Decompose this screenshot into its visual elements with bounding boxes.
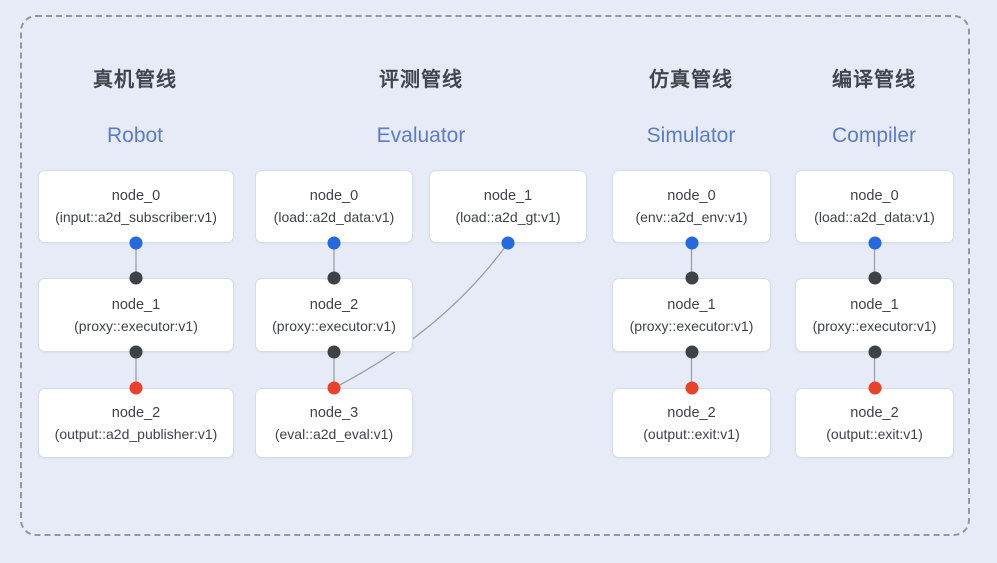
node-type: (proxy::executor:v1): [629, 317, 754, 334]
node-box-evaluator-node1: node_1 (load::a2d_gt:v1): [429, 170, 587, 243]
node-name: node_1: [111, 296, 161, 313]
input-port-gray-dot: [685, 271, 698, 285]
node-name: node_2: [111, 404, 161, 421]
node-name: node_2: [309, 296, 359, 313]
node-name: node_0: [850, 188, 899, 204]
pipeline-title-zh-robot: 真机管线: [93, 69, 177, 91]
node-box-robot-node2: node_2 (output::a2d_publisher:v1): [38, 388, 234, 458]
node-name: node_0: [309, 188, 359, 204]
node-box-simulator-node2: node_2 (output::exit:v1): [612, 388, 771, 458]
node-type: (proxy::executor:v1): [74, 317, 198, 334]
output-port-blue-dot: [129, 236, 143, 250]
node-name: node_2: [667, 404, 716, 421]
pipeline-title-zh-simulator: 仿真管线: [649, 69, 733, 91]
node-name: node_1: [667, 296, 716, 313]
node-name: node_1: [850, 296, 899, 313]
node-box-robot-node1: node_1 (proxy::executor:v1): [38, 278, 234, 352]
input-port-red-dot: [129, 381, 143, 395]
output-port-gray-dot: [868, 345, 881, 359]
node-box-evaluator-node0: node_0 (load::a2d_data:v1): [255, 170, 413, 243]
input-port-gray-dot: [327, 271, 341, 285]
node-type: (load::a2d_data:v1): [814, 209, 935, 225]
node-name: node_1: [483, 188, 533, 204]
output-port-blue-dot: [327, 236, 341, 250]
input-port-red-dot: [685, 381, 698, 395]
node-box-simulator-node1: node_1 (proxy::executor:v1): [612, 278, 771, 352]
node-box-evaluator-node2: node_2 (proxy::executor:v1): [255, 278, 413, 352]
node-type: (load::a2d_gt:v1): [455, 209, 561, 225]
node-box-compiler-node2: node_2 (output::exit:v1): [795, 388, 954, 458]
node-name: node_2: [850, 404, 899, 421]
diagram-frame: [20, 15, 970, 536]
node-type: (env::a2d_env:v1): [635, 209, 748, 225]
pipeline-title-en-compiler: Compiler: [831, 124, 917, 147]
node-box-compiler-node0: node_0 (load::a2d_data:v1): [795, 170, 954, 243]
input-port-gray-dot: [129, 271, 143, 285]
pipeline-title-zh-evaluator: 评测管线: [379, 69, 463, 91]
output-port-blue-dot: [501, 236, 515, 250]
node-type: (output::a2d_publisher:v1): [54, 425, 218, 442]
pipeline-title-zh-compiler: 编译管线: [832, 69, 916, 91]
node-type: (eval::a2d_eval:v1): [274, 425, 394, 442]
node-box-simulator-node0: node_0 (env::a2d_env:v1): [612, 170, 771, 243]
output-port-gray-dot: [129, 345, 143, 359]
node-type: (output::exit:v1): [643, 425, 740, 442]
node-type: (load::a2d_data:v1): [273, 209, 395, 225]
node-name: node_3: [309, 404, 359, 421]
input-port-red-dot: [327, 381, 341, 395]
input-port-red-dot: [868, 381, 881, 395]
node-name: node_0: [667, 188, 716, 204]
node-box-robot-node0: node_0 (input::a2d_subscriber:v1): [38, 170, 234, 243]
output-port-blue-dot: [868, 236, 881, 250]
node-type: (proxy::executor:v1): [812, 317, 937, 334]
wire-eval-1-3-curve: [335, 242, 509, 388]
output-port-gray-dot: [685, 345, 698, 359]
input-port-gray-dot: [868, 271, 881, 285]
pipeline-title-en-robot: Robot: [106, 124, 164, 147]
node-type: (proxy::executor:v1): [272, 317, 396, 334]
output-port-blue-dot: [685, 236, 698, 250]
node-box-evaluator-node3: node_3 (eval::a2d_eval:v1): [255, 388, 413, 458]
node-type: (output::exit:v1): [826, 425, 923, 442]
node-box-compiler-node1: node_1 (proxy::executor:v1): [795, 278, 954, 352]
pipeline-title-en-simulator: Simulator: [646, 124, 736, 147]
node-name: node_0: [111, 188, 161, 204]
output-port-gray-dot: [327, 345, 341, 359]
node-type: (input::a2d_subscriber:v1): [55, 209, 217, 225]
pipeline-title-en-evaluator: Evaluator: [376, 124, 466, 147]
